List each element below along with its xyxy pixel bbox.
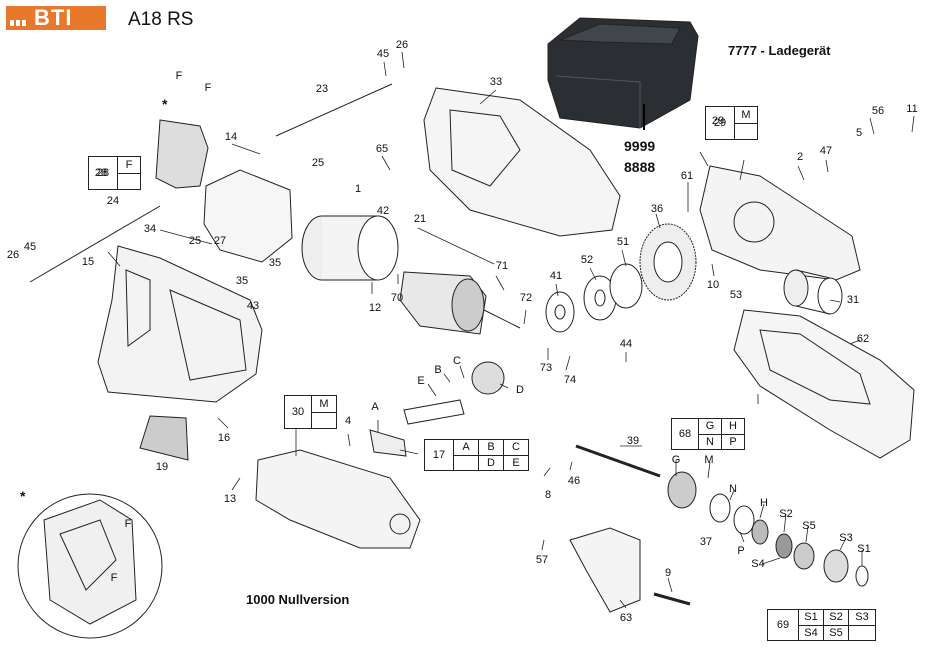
battery-pack-shape (547, 17, 699, 129)
ref-table-68: 68 G H N P (671, 418, 745, 450)
part-label: S2 (779, 508, 793, 520)
part-label: 63 (619, 612, 633, 624)
part-label: 53 (729, 289, 743, 301)
part-label: 26 (6, 249, 20, 261)
part-label: 36 (650, 203, 664, 215)
asterisk-top: * (162, 96, 168, 112)
part-label: 19 (155, 461, 169, 473)
ref-table-17: 17 A B C D E (424, 439, 529, 471)
part-label: 72 (519, 292, 533, 304)
charger-note: 7777 - Ladegerät (728, 43, 831, 58)
part-label: G (671, 454, 681, 466)
code-1: 9999 (624, 138, 656, 154)
part-label: 27 (213, 235, 227, 247)
part-label: 34 (143, 223, 157, 235)
part-label: M (704, 454, 714, 466)
code-2: 8888 (624, 159, 656, 175)
part-label: 42 (376, 205, 390, 217)
model-title: A18 RS (128, 9, 194, 30)
part-label: 37 (699, 536, 713, 548)
part-label: S4 (751, 558, 765, 570)
part-label: 23 (315, 83, 329, 95)
part-label: 1 (354, 183, 362, 195)
nullversion-note: 1000 Nullversion (246, 592, 350, 607)
part-label: S5 (802, 520, 816, 532)
part-label: 71 (495, 260, 509, 272)
part-label: 31 (846, 294, 860, 306)
part-label: 29 (711, 115, 725, 127)
part-label: H (760, 497, 768, 509)
part-label: 11 (906, 103, 918, 115)
part-label: 10 (706, 279, 720, 291)
part-label: 15 (81, 256, 95, 268)
part-label: 45 (376, 48, 390, 60)
part-label: S3 (839, 532, 853, 544)
part-label: 57 (535, 554, 549, 566)
housing-33-shape (423, 87, 621, 237)
part-label: 26 (395, 39, 409, 51)
inset-label-f-bottom: F (110, 572, 118, 584)
brand-logo: BTI (6, 5, 106, 30)
part-label: 39 (626, 435, 640, 447)
brand-name: BTI (34, 5, 73, 30)
part-label: 47 (819, 145, 833, 157)
part-label: E (417, 375, 425, 387)
part-label: 12 (368, 302, 382, 314)
part-label: 73 (539, 362, 553, 374)
part-label: S1 (857, 543, 871, 555)
part-label: 43 (246, 300, 260, 312)
part-label: 45 (23, 241, 37, 253)
gearbox-shape (699, 165, 861, 281)
part-label: P (737, 545, 745, 557)
part-label: 74 (563, 374, 577, 386)
inset-label-f-top: F (124, 518, 132, 530)
part-label: 44 (619, 338, 633, 350)
part-label: 28 (94, 167, 108, 179)
part-label: 13 (223, 493, 237, 505)
brand-mark-icon (6, 6, 30, 30)
part-label: 65 (375, 143, 389, 155)
part-label: F (204, 82, 212, 94)
front-grip-shape (733, 309, 915, 459)
part-label: 4 (344, 415, 352, 427)
housing-left-shape (97, 245, 263, 403)
part-label: 9 (664, 567, 672, 579)
part-label: 16 (217, 432, 231, 444)
part-label: 35 (268, 257, 282, 269)
code-block: 9999 8888 (624, 136, 655, 178)
part-label: F (175, 70, 183, 82)
part-label: N (729, 483, 737, 495)
asterisk-inset: * (20, 488, 26, 504)
part-label: 46 (567, 475, 581, 487)
part-label: 52 (580, 254, 594, 266)
part-label: 61 (680, 170, 694, 182)
part-label: 25 (188, 235, 202, 247)
part-label: 2 (796, 151, 804, 163)
part-label: 70 (390, 292, 404, 304)
part-label: 35 (235, 275, 249, 287)
part-label: 51 (616, 236, 630, 248)
part-label: 21 (413, 213, 427, 225)
ref-table-69: 69 S1 S2 S3 S4 S5 (767, 609, 876, 641)
part-label: 41 (549, 270, 563, 282)
part-label: 25 (311, 157, 325, 169)
part-label: B (434, 364, 442, 376)
part-label: 5 (855, 127, 863, 139)
part-label: C (453, 355, 461, 367)
part-label: D (516, 384, 524, 396)
part-label: 33 (489, 76, 503, 88)
part-label: A (371, 401, 379, 413)
part-label: 24 (106, 195, 120, 207)
part-label: 14 (224, 131, 238, 143)
part-label: 56 (871, 105, 885, 117)
part-label: 8 (544, 489, 552, 501)
gear-housing-shape (255, 449, 421, 549)
part-label: 62 (856, 333, 870, 345)
